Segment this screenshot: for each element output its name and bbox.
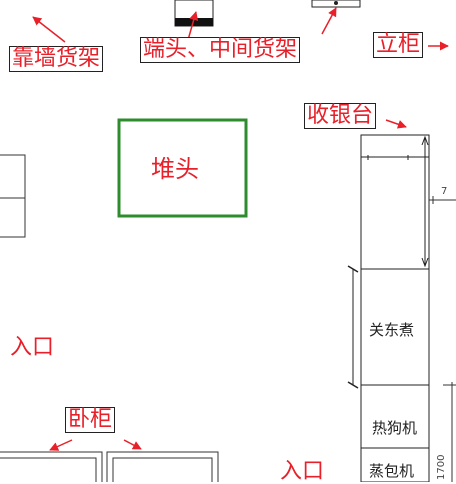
label-entrance-left: 入口 xyxy=(10,335,55,360)
label-standing-cabinet: 立柜 xyxy=(373,32,424,58)
label-entrance-bottom: 入口 xyxy=(280,459,325,484)
label-wall-shelf: 靠墙货架 xyxy=(9,46,104,72)
arrow-reach-in-left xyxy=(49,439,73,451)
reach-in-cabinet-right xyxy=(106,451,219,482)
counter-section-bun-steamer: 蒸包机 xyxy=(369,462,415,480)
end-cap-shelf-dark-band xyxy=(175,18,213,26)
arrow-checkout xyxy=(385,119,407,129)
arrow-reach-in-right xyxy=(123,439,142,450)
label-checkout: 收银台 xyxy=(304,103,377,129)
reach-in-cabinet-left xyxy=(0,451,103,482)
arrow-wall-shelf xyxy=(32,16,66,43)
label-display-stack: 堆头 xyxy=(151,155,199,183)
middle-shelf-marker xyxy=(334,1,338,5)
label-end-cap-middle-shelf: 端头、中间货架 xyxy=(140,37,301,63)
label-reach-in-cabinet: 卧柜 xyxy=(65,407,116,433)
arrow-end-cap xyxy=(187,11,199,41)
counter-section-oden: 关东煮 xyxy=(369,321,415,339)
arrow-middle-shelf xyxy=(321,7,337,35)
dimension-top-right: 7 xyxy=(441,186,448,197)
display-stack-box xyxy=(117,118,248,218)
counter-column xyxy=(360,134,430,482)
wall-shelf-outline xyxy=(0,154,26,238)
dimension-bottom-right: 1700 xyxy=(436,454,447,480)
counter-section-hotdog: 热狗机 xyxy=(372,419,418,437)
